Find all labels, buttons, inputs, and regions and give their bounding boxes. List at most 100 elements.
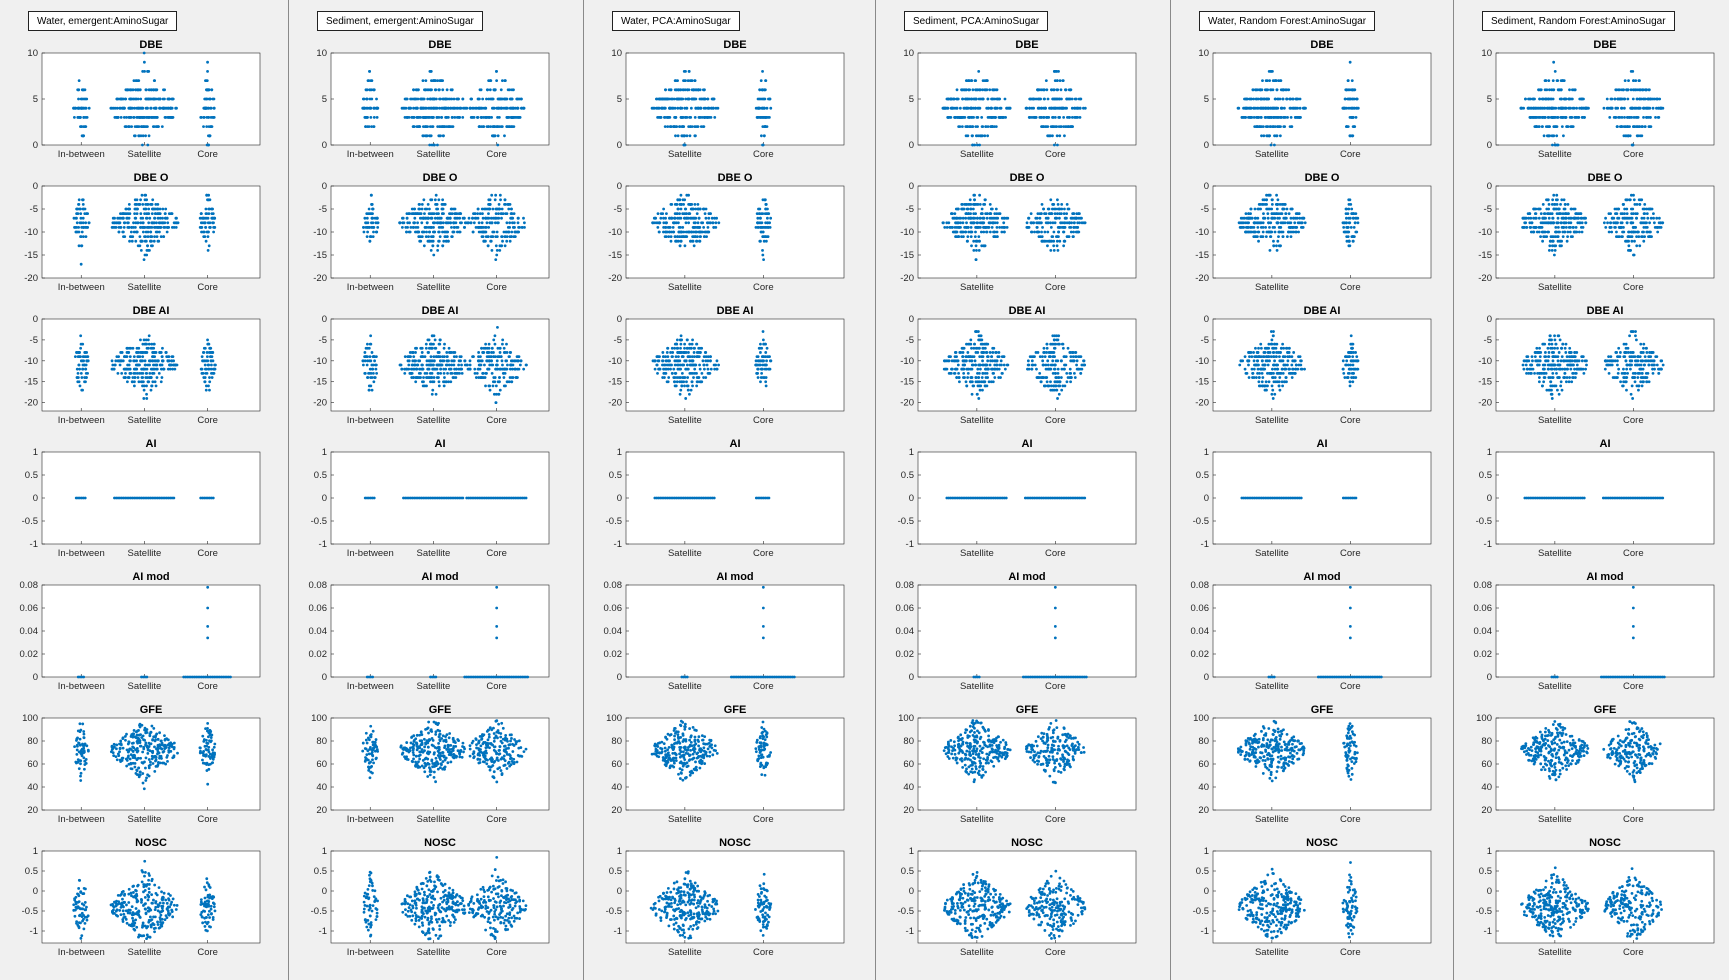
data-point [454, 212, 457, 216]
data-point [441, 207, 445, 211]
data-point [79, 235, 83, 239]
data-point [457, 908, 461, 912]
data-point [171, 97, 175, 101]
data-point [145, 371, 149, 375]
data-point [205, 212, 209, 216]
data-point [371, 771, 374, 775]
data-point [420, 207, 424, 211]
data-point [485, 910, 489, 913]
data-point [490, 235, 494, 239]
data-point [368, 359, 372, 363]
data-point [137, 79, 141, 82]
x-tick-label: In-between [347, 149, 394, 160]
data-point [204, 920, 207, 924]
data-point [206, 230, 210, 234]
data-point [375, 748, 379, 751]
data-point [159, 226, 163, 229]
data-point [174, 908, 178, 911]
data-point [206, 625, 210, 628]
data-point [414, 359, 417, 363]
data-point [484, 116, 488, 119]
data-point [212, 905, 216, 909]
data-point [375, 116, 379, 119]
data-point [123, 892, 127, 896]
data-point [443, 376, 446, 379]
data-point [128, 235, 132, 239]
data-point [494, 244, 498, 248]
data-point [171, 363, 175, 367]
data-point [202, 116, 206, 119]
data-point [158, 351, 162, 354]
data-point [112, 742, 116, 746]
data-point [78, 907, 82, 911]
data-point [499, 355, 503, 359]
data-point [128, 97, 131, 101]
data-point [420, 930, 424, 934]
data-point [492, 726, 495, 730]
data-point [204, 888, 208, 892]
data-point [208, 893, 212, 897]
data-point [493, 759, 497, 763]
data-point [79, 371, 83, 375]
data-point [418, 757, 422, 761]
data-point [437, 745, 440, 749]
data-point [85, 226, 89, 229]
data-point [206, 913, 210, 917]
data-point [174, 363, 178, 367]
data-point [434, 355, 438, 359]
data-point [433, 88, 437, 92]
data-point [121, 909, 125, 913]
data-point [124, 757, 128, 761]
data-point [499, 915, 503, 919]
data-point [504, 359, 508, 363]
data-point [468, 363, 472, 367]
data-point [201, 359, 204, 363]
data-point [129, 891, 133, 895]
data-point [150, 879, 154, 883]
data-point [145, 216, 149, 220]
data-point [83, 212, 87, 216]
data-point [141, 921, 145, 925]
data-point [362, 900, 366, 904]
data-point [116, 902, 119, 906]
x-tick-label: Satellite [417, 681, 451, 692]
data-point [146, 235, 150, 239]
data-point [153, 930, 156, 934]
data-point [450, 905, 454, 909]
data-point [128, 911, 132, 915]
data-point [135, 371, 139, 375]
data-point [523, 221, 526, 225]
data-point [109, 903, 113, 907]
data-point [517, 355, 521, 359]
data-point [140, 898, 144, 902]
data-point [209, 351, 213, 354]
data-point [403, 897, 407, 901]
data-point [206, 606, 210, 610]
data-point [212, 902, 216, 906]
data-point [166, 359, 170, 363]
data-point [171, 897, 175, 901]
data-point [484, 384, 487, 388]
data-point [495, 106, 499, 110]
data-point [150, 923, 154, 927]
data-point [208, 346, 212, 350]
data-point [483, 898, 486, 902]
data-point [152, 116, 156, 119]
data-point [158, 901, 162, 905]
data-point [129, 359, 132, 363]
data-point [443, 230, 446, 234]
data-point [121, 216, 125, 220]
data-point [203, 376, 207, 379]
data-point [371, 889, 375, 892]
data-point [437, 742, 440, 745]
data-point [441, 230, 444, 234]
data-point [142, 890, 145, 894]
data-point [434, 764, 438, 768]
data-point [443, 746, 446, 750]
data-point [427, 927, 431, 931]
data-point [438, 909, 442, 913]
data-point [431, 244, 435, 248]
